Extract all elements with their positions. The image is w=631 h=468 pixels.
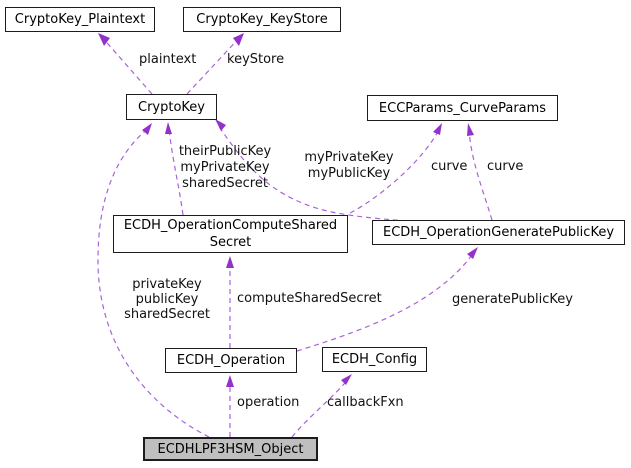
arrowhead-privatekey [142,123,152,135]
edge-curve-right [468,126,493,221]
edge-label-curve-left: curve [431,159,468,174]
edge-label-compute-shared-secret: computeSharedSecret [237,291,382,306]
edge-label-generate-publickey: generatePublicKey [452,292,573,307]
edge-plaintext [100,35,153,95]
edge-label-keystore: keyStore [227,52,285,67]
edge-generate-publickey [296,251,475,352]
arrowhead-keystore [233,33,244,46]
edge-privatekey [97,126,210,438]
node-label: ECDH_OperationGeneratePublicKey [382,225,615,240]
arrowhead-operation [226,375,234,387]
arrowhead-compute-shared-secret [226,256,234,268]
arrowhead-their-publickey [165,122,172,134]
edge-keystore [186,35,242,95]
node-ecdh-operation[interactable]: ECDH_Operation [165,348,297,373]
node-cryptokey[interactable]: CryptoKey [126,94,217,120]
node-label: CryptoKey_Plaintext [14,12,146,27]
edge-label-operation: operation [237,395,300,410]
node-ecdhlpf3hsm-object: ECDHLPF3HSM_Object [143,437,318,461]
node-cryptokey-plaintext[interactable]: CryptoKey_Plaintext [5,7,155,32]
node-label: CryptoKey_KeyStore [196,12,328,27]
edge-label-their-publickey: theirPublicKey myPrivateKey sharedSecret [178,144,272,191]
node-label-line1: ECDH_OperationComputeShared [123,218,338,233]
edge-curve-left [349,127,441,214]
edge-label-privatekey: privateKey publicKey sharedSecret [124,277,210,322]
node-eccparams-curveparams[interactable]: ECCParams_CurveParams [367,95,558,121]
node-ecdh-operation-generate-public-key[interactable]: ECDH_OperationGeneratePublicKey [372,220,625,245]
node-ecdh-config[interactable]: ECDH_Config [322,347,427,372]
arrowhead-curve-left [433,123,442,135]
edge-label-plaintext: plaintext [139,52,197,67]
node-ecdh-operation-compute-shared-secret[interactable]: ECDH_OperationComputeShared Secret [113,215,348,253]
node-label-line2: Secret [209,235,252,250]
edge-label-my-privatekey: myPrivateKey myPublicKey [304,150,394,181]
node-label: ECDH_Operation [176,353,286,368]
arrowhead-callback-fxn [341,374,352,385]
arrowhead-plaintext [98,33,110,46]
node-label: ECDH_Config [331,352,418,367]
node-label: ECDHLPF3HSM_Object [157,441,304,457]
arrowhead-curve-right [467,123,474,136]
edge-label-callback-fxn: callbackFxn [327,395,404,410]
arrowhead-my-privatekey [215,119,226,131]
edge-callback-fxn [291,377,350,438]
node-label: CryptoKey [138,99,205,115]
node-label: ECCParams_CurveParams [378,100,547,116]
arrowhead-generate-publickey [467,247,478,259]
edge-label-curve-right: curve [487,159,524,174]
node-cryptokey-keystore[interactable]: CryptoKey_KeyStore [183,7,341,32]
